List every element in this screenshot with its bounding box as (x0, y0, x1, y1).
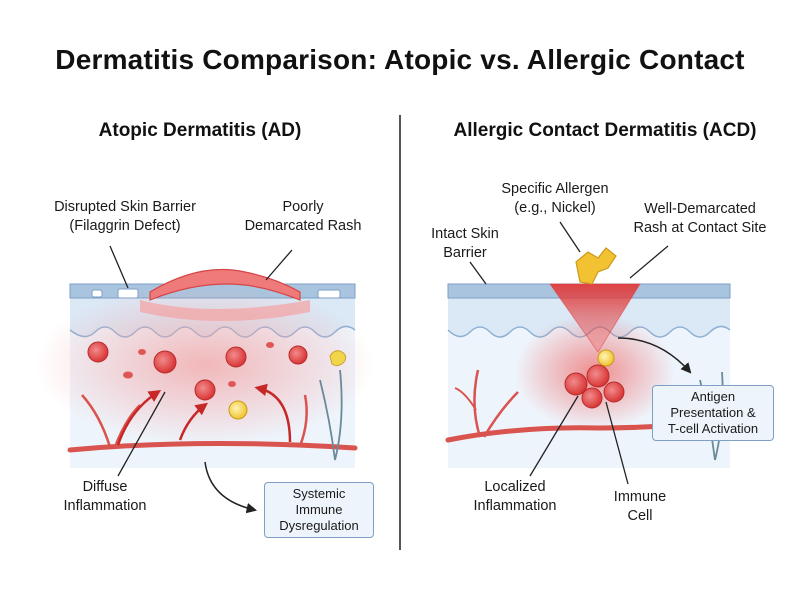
acd-allergen-label: Specific Allergen (e.g., Nickel) (501, 181, 609, 216)
ad-systemic-immune-box: Systemic Immune Dysregulation (264, 482, 374, 538)
ad-cell-fragment (138, 349, 146, 355)
ad-vessel-branch-3 (298, 394, 308, 447)
acd-contact-site-rash (549, 283, 641, 353)
ad-rash-leader (265, 249, 293, 281)
acd-immune-cell (603, 381, 625, 403)
ad-cell-fragment (228, 381, 236, 387)
ad-cell-fragment (266, 342, 274, 348)
ad-panel-title: Atopic Dermatitis (AD) (98, 120, 302, 141)
acd-rash-label: Well-Demarcated Rash at Contact Site (633, 201, 767, 236)
acd-nickel-allergen (575, 247, 617, 285)
acd-immune-cell (564, 372, 588, 396)
ad-skin-diagram (35, 268, 375, 468)
ad-inflammatory-cell (87, 341, 109, 363)
ad-blood-vessel (67, 440, 358, 453)
acd-immune-cell-label: Immune Cell (613, 489, 667, 524)
ad-inflammatory-cell (288, 345, 308, 365)
acd-inflammation-label: Localized Inflammation (473, 479, 557, 514)
ad-barrier-leader (109, 245, 129, 289)
ad-inflammation-leader (117, 391, 166, 477)
page-title: Dermatitis Comparison: Atopic vs. Allerg… (55, 44, 745, 75)
ad-raised-rash (149, 268, 301, 301)
ad-rash-spread (140, 300, 310, 321)
acd-vessel-branch-2 (482, 391, 519, 438)
ad-rash-label: Poorly Demarcated Rash (244, 199, 362, 234)
ad-inflammatory-cell (225, 346, 247, 368)
acd-vessel-branch-1 (473, 369, 482, 438)
acd-cell-leader (605, 401, 629, 485)
panel-divider (399, 115, 401, 550)
ad-immune-cell-yellow (228, 400, 248, 420)
ad-barrier-label: Disrupted Skin Barrier (Filaggrin Defect… (54, 199, 196, 234)
acd-panel-title: Allergic Contact Dermatitis (ACD) (453, 120, 757, 141)
acd-immune-cell (581, 387, 603, 409)
acd-inflammation-leader (529, 395, 579, 477)
ad-migration-arrow-1 (116, 389, 162, 446)
ad-systemic-arrow (204, 461, 258, 514)
acd-skin-diagram (445, 247, 733, 468)
ad-inflammatory-cell (153, 350, 177, 374)
acd-barrier-label: Intact Skin Barrier (431, 226, 499, 261)
ad-vessel-branch-2 (113, 404, 141, 448)
acd-vessel-branch-3 (454, 387, 477, 411)
ad-nerve-fiber (319, 369, 343, 461)
acd-rash-leader (629, 245, 669, 279)
acd-immune-cell (586, 364, 610, 388)
acd-allergen-leader (559, 221, 581, 253)
ad-barrier-gap-1 (91, 289, 103, 298)
acd-antigen-arrow (617, 337, 692, 374)
ad-cell-fragment (123, 371, 133, 379)
ad-barrier-gap-3 (317, 289, 341, 299)
acd-antigen-presentation-box: Antigen Presentation & T-cell Activation (652, 385, 774, 441)
ad-migration-arrow-2 (178, 402, 208, 441)
acd-barrier-leader (469, 261, 487, 285)
acd-immune-cell-yellow (597, 349, 615, 367)
ad-nerve-ending (329, 350, 347, 367)
ad-inflammation-label: Diffuse Inflammation (63, 479, 147, 514)
ad-inflammatory-cell (194, 379, 216, 401)
ad-migration-arrow-3 (254, 383, 292, 443)
ad-vessel-branch-1 (81, 394, 112, 448)
ad-diffuse-inflammation-glow (35, 285, 375, 445)
